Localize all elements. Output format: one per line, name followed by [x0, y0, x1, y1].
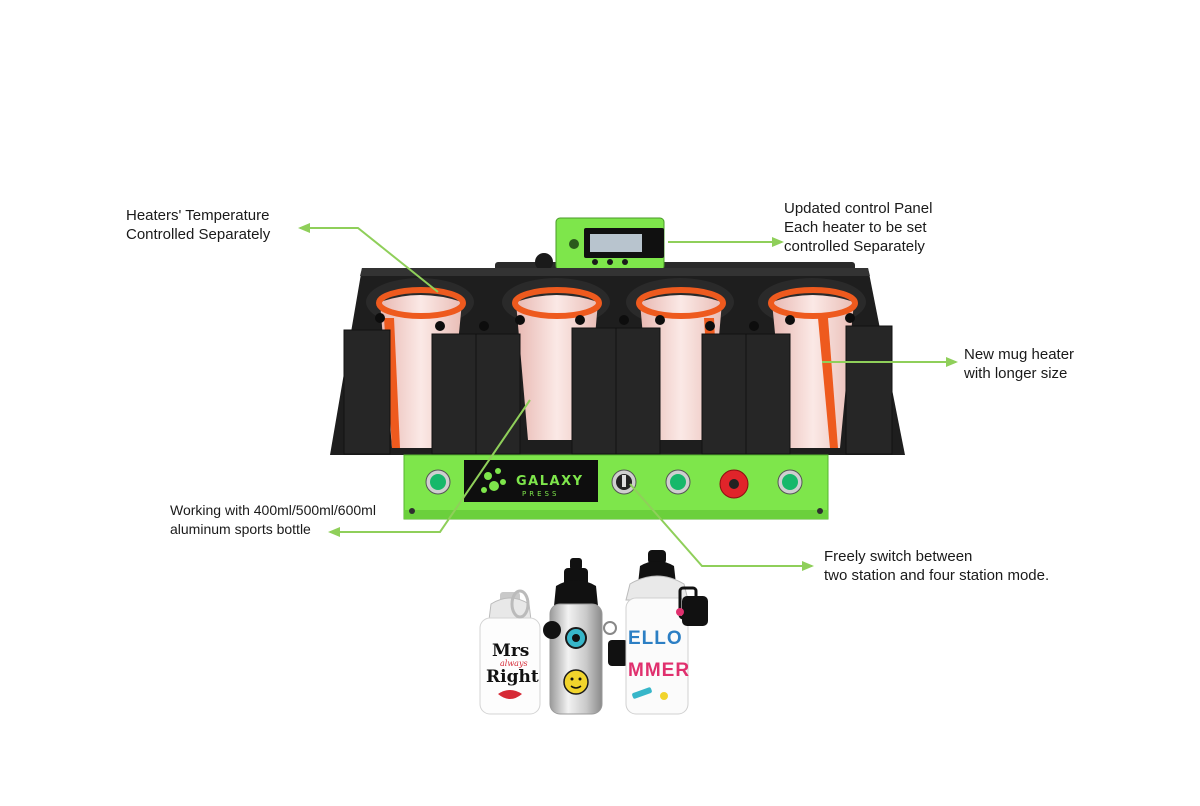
- bottle-left-text-3: Right: [486, 667, 539, 687]
- panel-button-icon: [592, 259, 598, 265]
- bottle-left: Mrs always Right: [479, 589, 541, 715]
- knob-icon: [535, 253, 553, 271]
- callout-line: Updated control Panel: [784, 200, 933, 217]
- start-button-center: [665, 469, 691, 495]
- mode-switch: [611, 469, 637, 495]
- brand-name: GALAXY: [516, 474, 584, 489]
- callout-control-panel: Updated control Panel Each heater to be …: [784, 199, 932, 256]
- callout-line: Working with 400ml/500ml/600ml: [170, 502, 376, 518]
- callout-mug-heater: New mug heater with longer size: [964, 345, 1074, 383]
- bottle-right-text-1: ELLO: [628, 628, 683, 649]
- power-button-left: [425, 469, 451, 495]
- arrow-bottle-compat: [328, 399, 531, 537]
- bottle-left-text-1: Mrs: [492, 641, 529, 661]
- smiley-icon: [563, 669, 589, 695]
- lcd-display: [590, 234, 642, 252]
- clamp-screws: [375, 313, 855, 331]
- start-button-right: [777, 469, 803, 495]
- arrow-heaters-temp: [298, 223, 439, 293]
- bottle-middle: [543, 558, 628, 715]
- callout-line: Freely switch between: [824, 548, 973, 565]
- brand-subname: PRESS: [522, 490, 559, 498]
- callout-line: two station and four station mode.: [824, 567, 1050, 584]
- logo-dots-icon: [484, 472, 492, 480]
- panel-button-icon: [607, 259, 613, 265]
- mug-heater-4: [758, 278, 866, 448]
- bottle-right-text-2: MMER: [628, 660, 690, 681]
- callout-heaters-temperature: Heaters' Temperature Controlled Separate…: [126, 206, 270, 244]
- callout-line: aluminum sports bottle: [170, 521, 311, 537]
- clamp-plates: [343, 325, 893, 455]
- panel-logo-icon: [569, 239, 579, 249]
- callout-station-mode: Freely switch between two station and fo…: [824, 547, 1049, 585]
- callout-line: Controlled Separately: [126, 226, 271, 243]
- callout-line: New mug heater: [964, 346, 1075, 363]
- lips-icon: [498, 690, 522, 699]
- cap-tether-icon: [543, 621, 561, 639]
- panel-button-icon: [622, 259, 628, 265]
- brand-logo: GALAXY PRESS: [464, 460, 598, 502]
- callout-bottle-compatibility: Working with 400ml/500ml/600ml aluminum …: [170, 501, 376, 539]
- bottle-left-text-2: always: [500, 659, 528, 668]
- callout-line: with longer size: [964, 365, 1068, 382]
- callout-line: Each heater to be set: [784, 219, 927, 236]
- callout-line: Heaters' Temperature: [126, 207, 270, 224]
- callout-arrows: [298, 223, 958, 571]
- bottle-right: ELLO MMER: [625, 550, 708, 715]
- arrow-station-mode: [629, 483, 814, 571]
- control-panel: [555, 217, 665, 271]
- emergency-stop-icon: [719, 469, 749, 499]
- callout-line: controlled Separately: [784, 238, 925, 255]
